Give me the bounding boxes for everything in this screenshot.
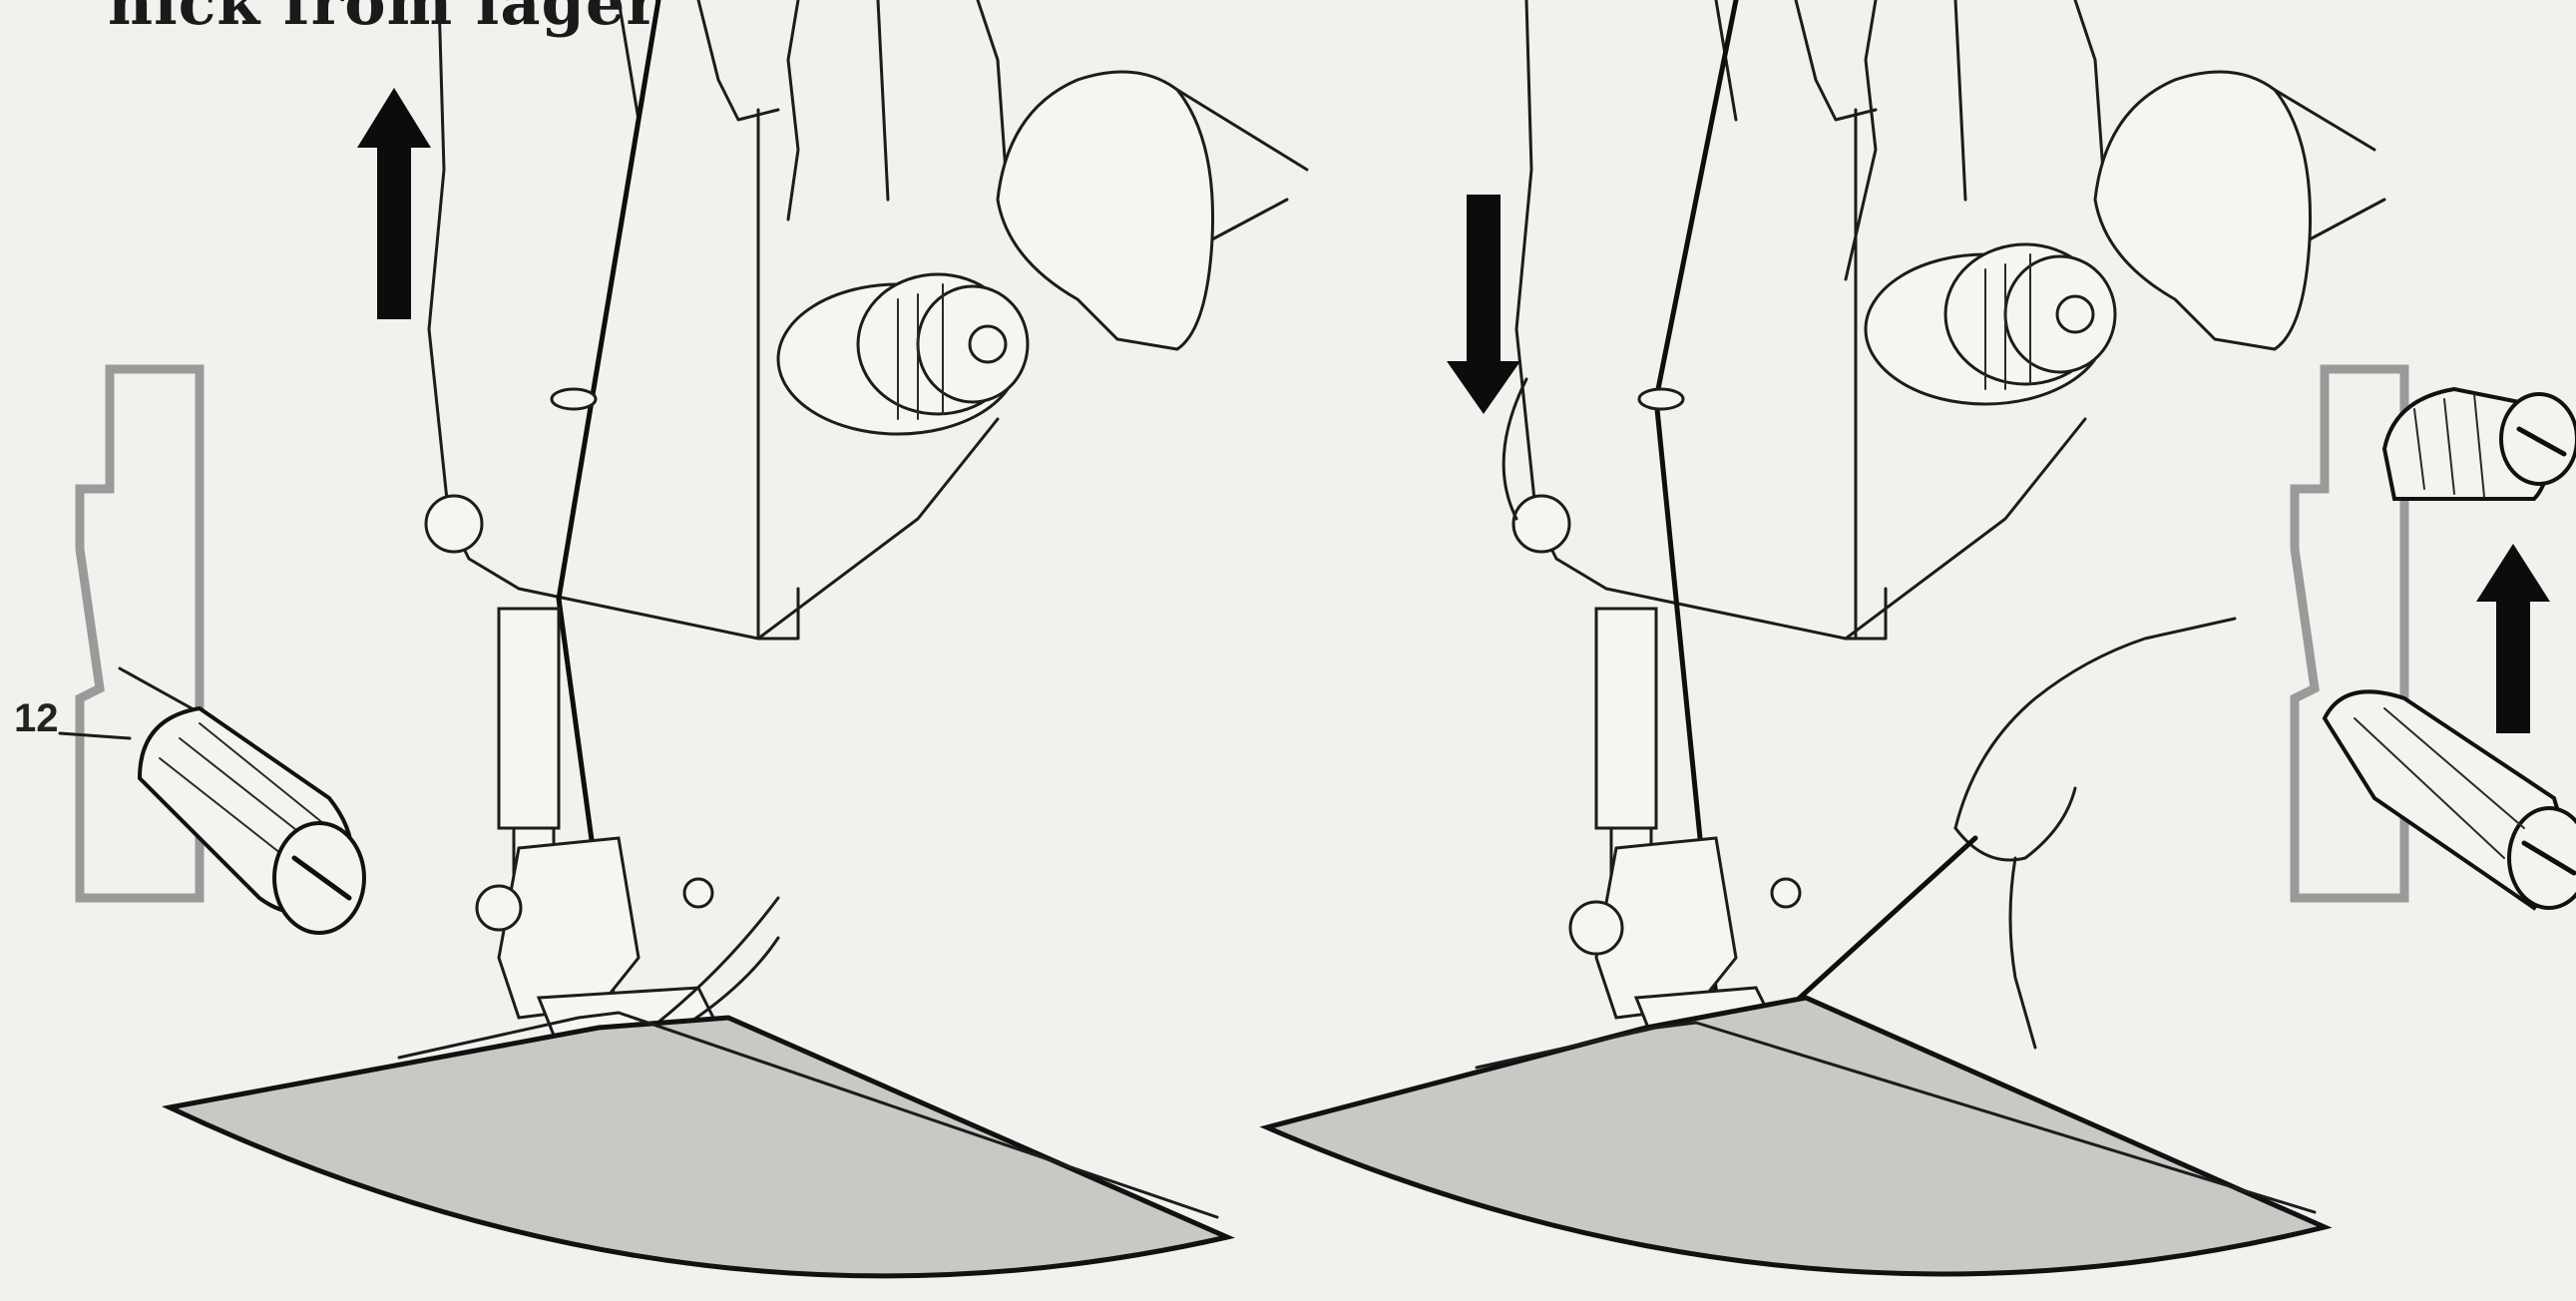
screwdriver-inset-right xyxy=(2295,369,2576,908)
left-panel-illustration xyxy=(60,0,1307,1276)
screwdriver-inset-left xyxy=(60,369,364,933)
arrow-up-right-inset xyxy=(2476,544,2550,733)
arrow-up-left xyxy=(357,88,431,319)
tension-dial-left xyxy=(778,274,1028,434)
fabric-right xyxy=(1267,998,2325,1274)
arrow-down-right xyxy=(1447,195,1520,414)
fabric-left xyxy=(170,1018,1227,1276)
right-panel-illustration xyxy=(1267,0,2576,1274)
screwdriver-callout-label: 12 xyxy=(14,696,59,741)
tension-dial-right xyxy=(1866,244,2115,404)
